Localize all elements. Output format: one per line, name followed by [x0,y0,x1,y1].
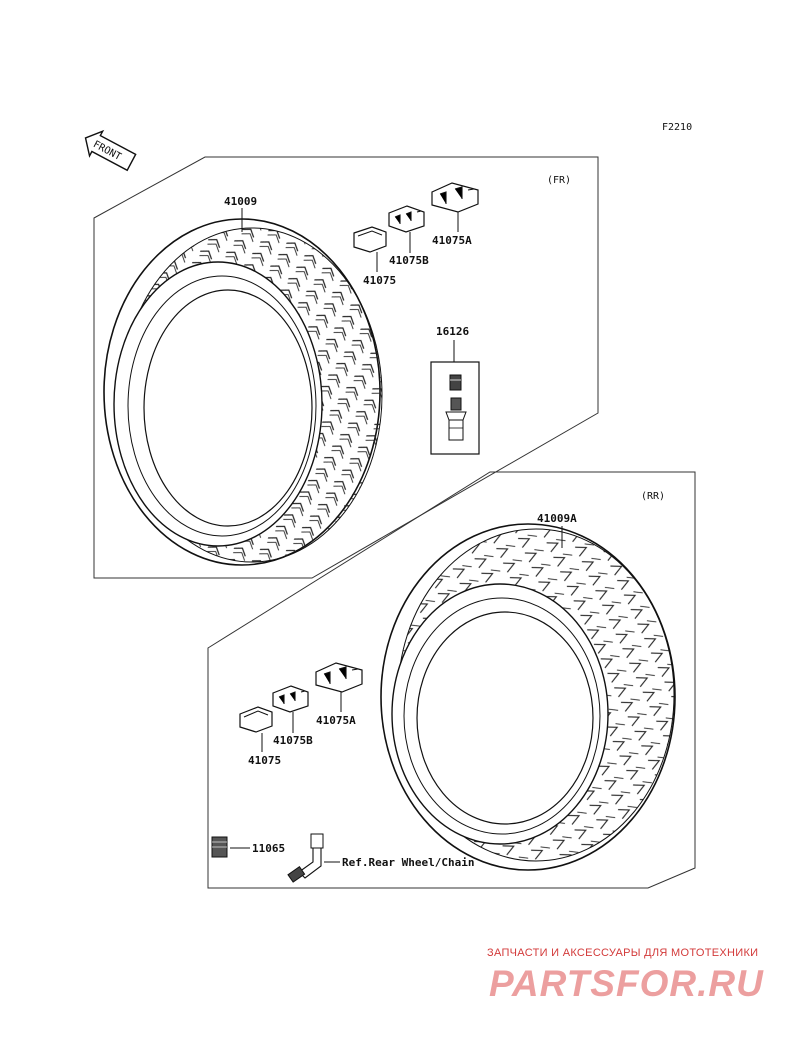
valve-stem-icon [445,397,467,441]
rear-weight-label-41075a: 41075A [316,714,356,727]
rear-angled-valve-icon [287,833,324,883]
rear-valve-cap-icon [211,836,228,858]
front-section: (FR) 41009 41075 41075B 41075A [93,156,599,579]
front-tire-label: 41009 [224,195,257,208]
rear-weight-label-41075b: 41075B [273,734,313,747]
front-valve-label: 16126 [436,325,469,338]
rear-section-frame [207,471,696,889]
rear-weight-41075b-icon [272,685,309,713]
rear-tire-label: 41009A [537,512,577,525]
front-weight-label-41075: 41075 [363,274,396,287]
rear-weight-41075a-icon [315,662,363,693]
rear-section: (RR) 41009A 41075 41075B 41075A [207,471,696,889]
front-weight-label-41075b: 41075B [389,254,429,267]
rear-reference-note: Ref.Rear Wheel/Chain [342,856,474,869]
figure-code: F2210 [662,122,692,133]
rear-weight-41075-icon [239,706,273,733]
front-section-title: (FR) [547,175,571,186]
valve-cap-icon [449,374,462,391]
front-weight-41075b-icon [388,205,425,233]
front-tire [103,218,383,566]
rear-tire [380,523,676,871]
front-weight-41075a-icon [431,182,479,213]
front-weight-41075-icon [353,226,387,253]
rear-cap-label: 11065 [252,842,285,855]
front-section-frame [93,156,599,579]
watermark-logo: PARTSFOR.RU [489,963,764,1004]
front-weight-label-41075a: 41075A [432,234,472,247]
rear-weight-label-41075: 41075 [248,754,281,767]
rear-section-title: (RR) [641,491,665,502]
watermark-subtitle: ЗАПЧАСТИ И АКСЕССУАРЫ ДЛЯ МОТОТЕХНИКИ [487,947,759,959]
front-arrow-icon: FRONT [84,129,137,172]
